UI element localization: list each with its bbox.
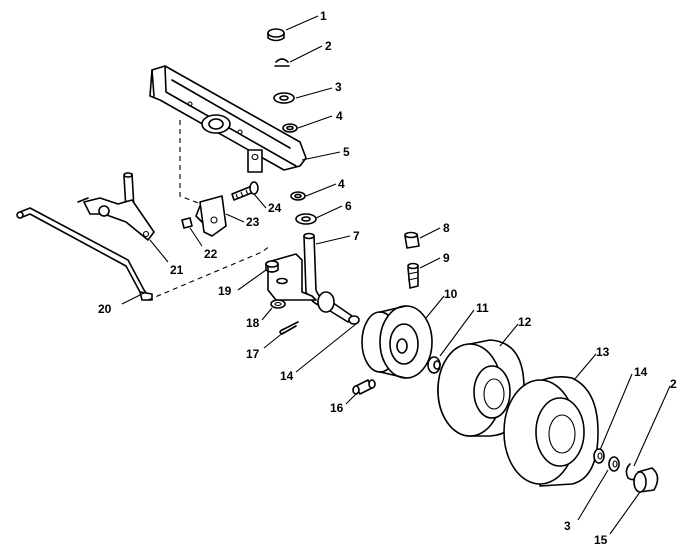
leader-lines xyxy=(121,15,671,535)
hub-part xyxy=(361,305,433,379)
callout-label: 18 xyxy=(246,316,260,330)
callout-label: 14 xyxy=(634,365,648,379)
callout-label: 10 xyxy=(444,287,458,301)
callout-label: 11 xyxy=(476,301,489,315)
hub-cap-part xyxy=(633,467,659,493)
callout-label: 9 xyxy=(443,251,450,265)
cap-part xyxy=(267,28,285,42)
callout-label: 17 xyxy=(246,347,260,361)
callout-label: 4 xyxy=(338,177,345,191)
nut-lower-part xyxy=(265,260,279,273)
callout-label: 12 xyxy=(518,315,532,329)
callout-label: 23 xyxy=(246,215,260,229)
steering-bracket-part xyxy=(77,172,155,241)
grease-fitting-part xyxy=(407,262,419,289)
steering-arm-part xyxy=(195,195,227,237)
washer-part xyxy=(273,92,295,104)
callout-label: 14 xyxy=(280,369,294,383)
grease-fitting-lower-part xyxy=(352,379,376,395)
callout-label: 6 xyxy=(345,199,352,213)
callout-label: 4 xyxy=(336,109,343,123)
hidden-line xyxy=(179,120,207,207)
wheel-part xyxy=(437,339,525,437)
callout-label: 24 xyxy=(268,201,282,215)
callout-label: 19 xyxy=(218,284,232,298)
grease-cap-part xyxy=(404,231,420,249)
thrust-washer-part xyxy=(295,213,317,225)
callout-label: 22 xyxy=(204,247,218,261)
callout-label: 20 xyxy=(98,302,112,316)
collar-part xyxy=(427,356,441,374)
callout-label: 13 xyxy=(596,345,610,359)
cotter-lower-part xyxy=(279,321,299,335)
washer-flat-part xyxy=(608,456,620,472)
callout-label: 8 xyxy=(443,221,450,235)
callout-label: 5 xyxy=(343,145,350,159)
callout-label: 1 xyxy=(320,9,327,23)
bushing-lower-part xyxy=(290,191,306,201)
washer-lower-part xyxy=(270,299,286,309)
callout-label: 2 xyxy=(325,39,332,53)
callout-label: 2 xyxy=(670,377,677,391)
callout-label: 3 xyxy=(335,80,342,94)
washer-right-part xyxy=(593,448,605,464)
callout-label: 21 xyxy=(170,263,184,277)
bolt-part xyxy=(231,181,259,201)
hidden-line xyxy=(147,245,271,301)
axle-beam-part xyxy=(149,65,307,173)
bushing-part xyxy=(282,123,298,133)
callout-label: 3 xyxy=(564,519,571,533)
callout-labels: 1 2 3 4 5 4 6 7 8 9 10 11 12 13 14 2 24 … xyxy=(98,9,677,547)
spindle-part xyxy=(267,232,360,325)
callout-label: 7 xyxy=(353,229,360,243)
cotter-pin-part xyxy=(274,58,290,67)
tire-part xyxy=(503,376,599,487)
nut-part xyxy=(181,217,193,229)
callout-label: 16 xyxy=(330,401,344,415)
callout-label: 15 xyxy=(594,533,608,547)
